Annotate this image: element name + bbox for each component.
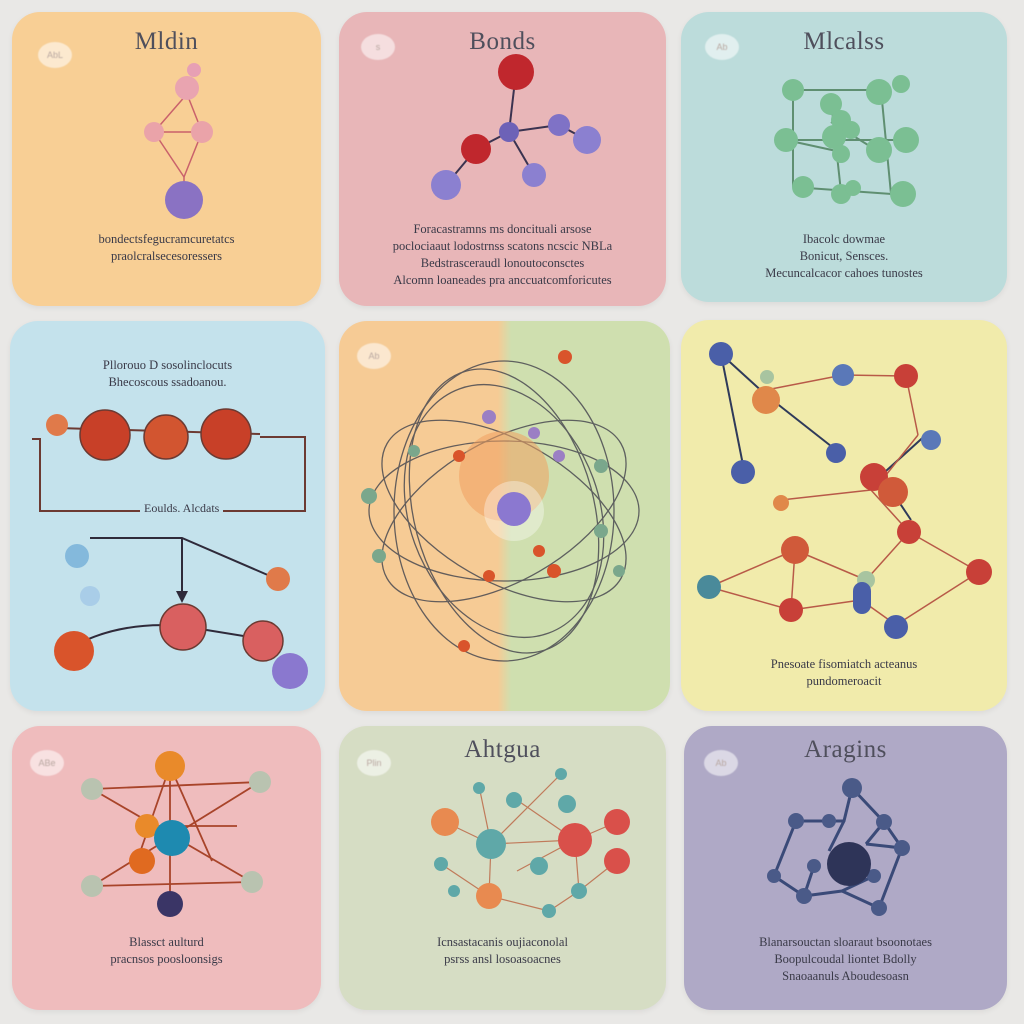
card-caption: Icnsastacanis oujiaconolal psrss ansl lo… <box>437 935 568 966</box>
card-title: Mlcalss <box>803 28 885 55</box>
card-title: Aragins <box>804 736 887 763</box>
card-badge: s <box>361 34 395 60</box>
molecule-illustration <box>431 54 601 200</box>
card-caption: Pllorouo D sosolinclocuts Bhecoscous ssa… <box>102 358 233 389</box>
card-caption: Pnesoate fisomiatch acteanus pundomeroac… <box>770 657 918 688</box>
card-badge: Ab <box>704 750 738 776</box>
chain-label: Eoulds. Alcdats <box>140 501 224 516</box>
molecule-illustration <box>144 63 213 219</box>
card-caption: Blassct aulturd pracnsos poosloonsigs <box>110 935 223 966</box>
card-caption: Blanarsouctan sloaraut bsoonotaes Boopul… <box>759 935 932 983</box>
molecule-illustration <box>767 778 910 916</box>
card-badge: ABe <box>30 750 64 776</box>
card-star-molecule[interactable]: ABe Blassct aulturd pracnsos poosloonsig… <box>12 726 321 1010</box>
card-chain[interactable]: Pllorouo D sosolinclocuts Bhecoscous ssa… <box>10 321 325 711</box>
card-badge: AbL <box>38 42 72 68</box>
card-atom[interactable]: Ab <box>339 321 670 711</box>
molecule-illustration <box>774 75 919 207</box>
molecule-illustration <box>32 408 308 689</box>
card-molecule[interactable]: AbL Mldin bondectsfegucramcuretatcs prao… <box>12 12 321 306</box>
card-badge: Ab <box>705 34 739 60</box>
card-bonds[interactable]: s Bonds Foracastramns ms doncituali arso… <box>339 12 666 306</box>
card-cluster[interactable]: Plin Ahtgua <box>339 726 666 1010</box>
card-caption: bondectsfegucramcuretatcs praolcralseces… <box>98 232 235 263</box>
card-caption: Ibacolc dowmae Bonicut, Sensces. Mecunca… <box>765 232 923 280</box>
card-molecules[interactable]: Ab Mlcalss <box>681 12 1007 302</box>
card-title: Mldin <box>134 28 199 55</box>
atom-illustration <box>361 350 640 662</box>
card-badge: Ab <box>357 343 391 369</box>
card-network[interactable]: Pnesoate fisomiatch acteanus pundomeroac… <box>681 320 1007 711</box>
molecule-illustration <box>431 768 630 918</box>
network-illustration <box>697 342 992 639</box>
card-aragins[interactable]: Ab Aragins Blanarsouctan sloaraut bsoono… <box>684 726 1007 1010</box>
card-title: Ahtgua <box>464 736 541 763</box>
card-caption: Foracastramns ms doncituali arsose poclo… <box>392 222 613 287</box>
card-badge: Plin <box>357 750 391 776</box>
molecule-illustration <box>81 751 271 917</box>
card-title: Bonds <box>469 28 536 55</box>
